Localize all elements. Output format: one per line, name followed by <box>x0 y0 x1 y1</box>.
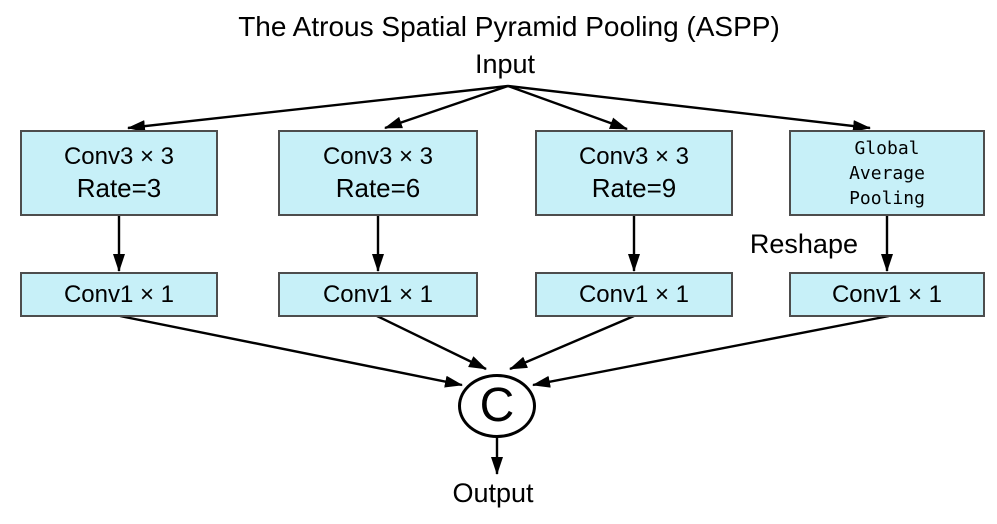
input-label: Input <box>474 49 536 79</box>
box-label-line: Rate=3 <box>76 173 162 203</box>
box-label-line: Rate=9 <box>591 173 677 203</box>
concat-circle: C <box>458 374 536 438</box>
box-label-line: Pooling <box>849 187 925 209</box>
box-label-line: Conv3 × 3 <box>63 143 175 170</box>
box-label-line: Conv1 × 1 <box>578 280 690 308</box>
box-label-line: Conv3 × 3 <box>322 143 434 170</box>
diagram-title: The Atrous Spatial Pyramid Pooling (ASPP… <box>238 11 780 42</box>
box-label-line: Global <box>854 137 920 159</box>
box-label-line: Average <box>849 162 925 184</box>
arrow-input-to-branch2 <box>384 84 509 130</box>
global-average-pooling-box: Global Average Pooling <box>789 130 985 216</box>
arrow-input-to-branch3 <box>507 84 628 131</box>
concat-letter: C <box>479 379 515 432</box>
box-label-line: Conv3 × 3 <box>578 143 690 170</box>
conv1x1-box-branch1: Conv1 × 1 <box>20 272 218 317</box>
output-label: Output <box>452 478 534 508</box>
box-label-line: Conv1 × 1 <box>63 280 175 308</box>
conv1x1-box-branch3: Conv1 × 1 <box>535 272 733 317</box>
box-label-line: Conv1 × 1 <box>322 280 434 308</box>
arrow-input-to-branch4 <box>507 84 871 133</box>
arrow-input-to-branch1 <box>127 84 509 133</box>
box-label-line: Conv1 × 1 <box>831 280 943 308</box>
conv1x1-box-branch2: Conv1 × 1 <box>278 272 478 317</box>
arrow-branch3-to-concat <box>509 314 635 371</box>
conv3x3-rate3-box: Conv3 × 3 Rate=3 <box>20 130 218 216</box>
arrow-branch4-to-concat <box>532 314 890 388</box>
conv3x3-rate6-box: Conv3 × 3 Rate=6 <box>278 130 478 216</box>
conv1x1-box-branch4: Conv1 × 1 <box>789 272 985 317</box>
reshape-label: Reshape <box>749 229 858 259</box>
box-label-line: Rate=6 <box>335 173 421 203</box>
arrow-branch2-to-concat <box>376 314 487 371</box>
conv3x3-rate9-box: Conv3 × 3 Rate=9 <box>535 130 733 216</box>
arrow-branch1-to-concat <box>119 314 463 388</box>
